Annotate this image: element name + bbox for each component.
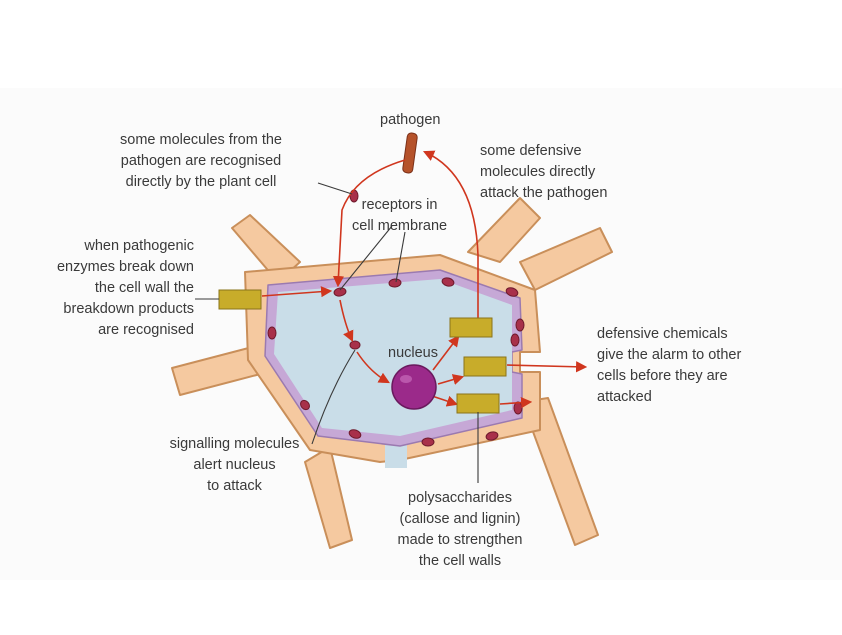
receptor — [505, 287, 519, 297]
label-polysaccharides: polysaccharides (callose and lignin) mad… — [397, 490, 523, 569]
label-recognised-directly: some molecules from the pathogen are rec… — [120, 132, 282, 190]
polysaccharides-box — [456, 393, 500, 414]
arrow-defence-to-pathogen — [422, 150, 479, 318]
arrow-receptor-to-signal — [339, 299, 354, 343]
wall-gap-bottom — [385, 440, 407, 468]
label-receptors: receptors in cell membrane — [352, 197, 448, 234]
wall-branch-top-left — [231, 214, 301, 283]
receptor — [348, 429, 362, 439]
label-alarm: defensive chemicals give the alarm to ot… — [597, 326, 742, 405]
leader-recognised-directly — [317, 182, 353, 195]
defensive-molecule-boxes — [218, 289, 507, 414]
pathogen-icon — [402, 132, 418, 174]
leader-receptor-right — [395, 231, 406, 283]
receptor — [441, 277, 455, 287]
arrow-breakdown-to-receptor — [261, 286, 333, 298]
alarm-chemicals-box — [463, 356, 507, 377]
receptor — [513, 401, 523, 415]
arrow-nucleus-to-box-bottom — [431, 395, 459, 407]
label-pathogen: pathogen — [380, 112, 441, 128]
arrow-alarm-to-other-cells — [506, 361, 588, 373]
signal-arrows — [261, 150, 588, 409]
wall-branch-top — [467, 197, 541, 263]
arrow-signal-to-nucleus — [356, 351, 390, 384]
receptor — [300, 399, 310, 411]
signalling-molecule — [349, 340, 361, 350]
leader-signalling — [311, 349, 356, 445]
receptor — [485, 431, 499, 441]
receptor — [333, 287, 347, 297]
receptor — [388, 278, 402, 288]
nucleus-highlight — [400, 375, 412, 383]
label-nucleus: nucleus — [388, 345, 438, 361]
arrow-nucleus-to-box-middle — [437, 374, 465, 385]
leader-lines — [195, 182, 479, 483]
receptor — [421, 437, 435, 447]
leader-receptor-left — [339, 225, 393, 291]
label-enzymes: when pathogenic enzymes break down the c… — [56, 238, 194, 338]
receptor — [267, 326, 277, 340]
nucleus-icon — [391, 364, 437, 410]
neighbouring-cell-walls — [171, 197, 613, 549]
arrow-nucleus-to-box-top — [432, 335, 460, 371]
arrow-pathogen-to-receptor — [332, 159, 406, 288]
label-defensive-attack: some defensive molecules directly attack… — [480, 143, 608, 201]
label-signalling: signalling molecules alert nucleus to at… — [169, 436, 300, 494]
receptor — [510, 333, 520, 347]
receptor — [515, 318, 525, 332]
wall-branch-top-right — [519, 227, 613, 291]
arrow-to-cell-wall — [499, 397, 533, 409]
breakdown-products-box — [218, 289, 262, 310]
defensive-molecules-box — [449, 317, 493, 338]
